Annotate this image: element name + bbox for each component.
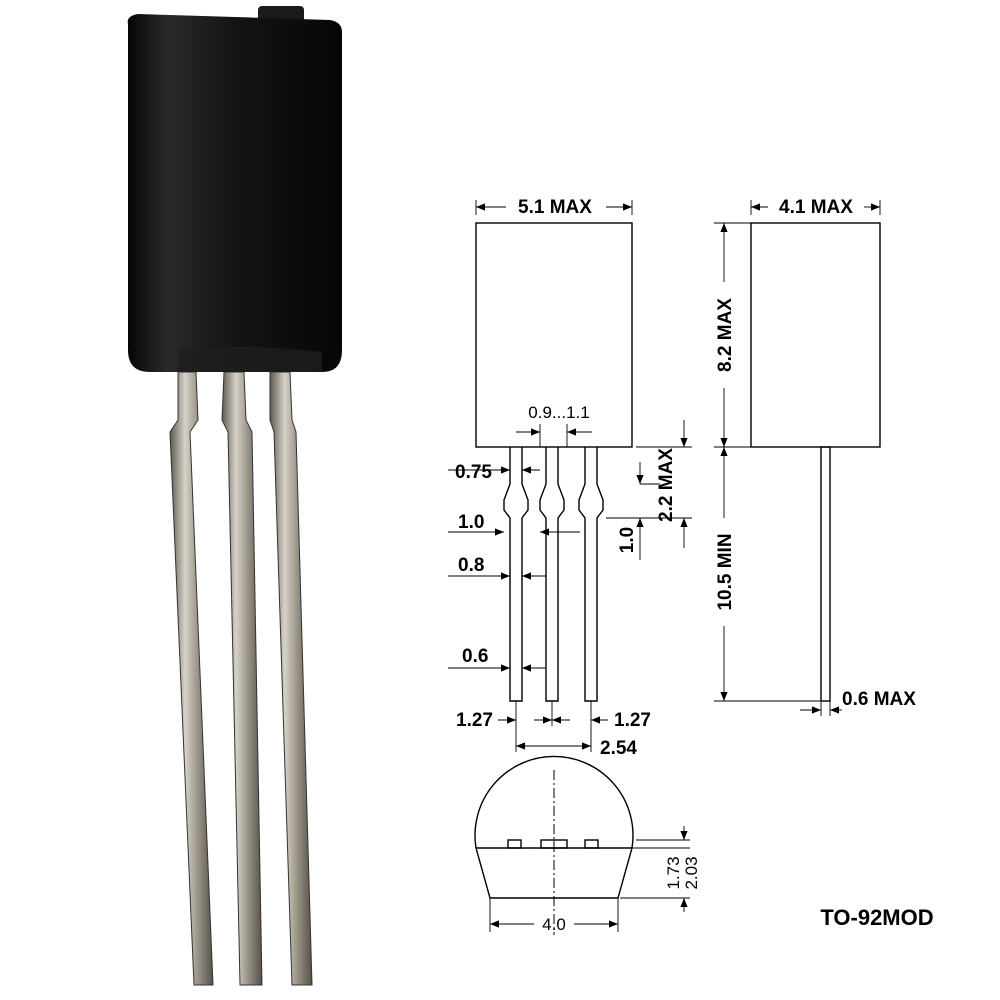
dim-pitch-right: 1.27 — [614, 710, 651, 731]
dim-flat-total: 2.03 — [682, 856, 701, 889]
dim-body-height: 8.2 MAX — [715, 298, 736, 372]
dim-lead-thickness: 0.6 MAX — [842, 689, 916, 710]
dim-lead-width-kink: 1.0 — [458, 512, 484, 533]
transistor-body — [127, 14, 342, 372]
dim-center-spacing: 0.9...1.1 — [528, 403, 589, 422]
dim-standoff-height: 2.2 MAX — [656, 448, 677, 522]
side-view: 4.1 MAX 8.2 MAX 10.5 MIN 0.6 MAX — [714, 197, 916, 716]
dim-body-depth: 4.1 MAX — [779, 197, 853, 218]
dim-lead-length: 10.5 MIN — [715, 533, 736, 610]
side-lead — [820, 446, 831, 702]
dim-lead-width-bottom: 0.6 — [462, 646, 488, 667]
side-body-outline — [750, 222, 881, 448]
dim-pitch-total: 2.54 — [600, 738, 637, 759]
lead-left — [169, 371, 214, 986]
front-body-outline — [475, 222, 633, 448]
dim-base-width: 4.0 — [542, 915, 566, 934]
dim-lead-width-top: 0.75 — [455, 462, 492, 483]
dim-kink-length: 1.0 — [617, 527, 638, 553]
dim-pitch-left: 1.27 — [456, 710, 493, 731]
bottom-view: 4.0 1.73 2.03 — [474, 755, 701, 935]
front-view: 5.1 MAX 0.9...1.1 0.75 1.0 0.8 0 — [448, 197, 692, 759]
bottom-outline — [474, 755, 634, 899]
package-name: TO-92MOD — [820, 905, 933, 930]
dim-lead-width-mid: 0.8 — [458, 555, 484, 576]
transistor-photo — [127, 6, 342, 986]
dim-flat-to-base: 1.73 — [664, 856, 683, 889]
dim-body-width: 5.1 MAX — [518, 197, 592, 218]
lead-right — [269, 371, 313, 986]
lead-center — [221, 371, 263, 986]
front-leads — [503, 447, 604, 702]
